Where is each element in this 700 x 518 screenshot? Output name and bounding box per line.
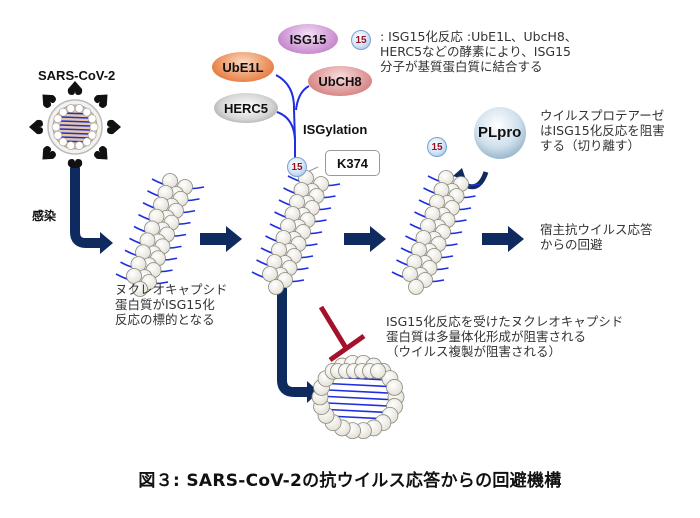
nucleocapsid-oligomer bbox=[311, 354, 405, 440]
target-line-3: 反応の標的となる bbox=[115, 312, 215, 327]
nucleocapsid-bead bbox=[126, 268, 142, 284]
evasion-line-1: 宿主抗ウイルス応答 bbox=[540, 222, 653, 237]
nucleocapsid-target-text: ヌクレオキャプシド 蛋白質がISG15化 反応の標的となる bbox=[115, 282, 228, 327]
isg15-protein: ISG15 bbox=[278, 24, 338, 54]
legend-line-3: 分子が基質蛋白質に結合する bbox=[380, 59, 543, 74]
nucleocapsid-helix-1 bbox=[115, 173, 205, 297]
legend-badge-number: 15 bbox=[355, 34, 367, 46]
virus-bead bbox=[51, 122, 61, 132]
virus-bead bbox=[58, 107, 68, 117]
virus-rna bbox=[59, 116, 91, 119]
ubch8-label: UbCH8 bbox=[318, 73, 362, 89]
virus-bead bbox=[66, 104, 76, 113]
ubch8-enzyme: UbCH8 bbox=[308, 66, 372, 96]
virus-bead bbox=[87, 130, 97, 140]
infection-label: 感染 bbox=[32, 209, 57, 223]
virus-bead bbox=[53, 130, 63, 140]
nucleocapsid-bead bbox=[132, 281, 148, 297]
virus-rna bbox=[59, 124, 91, 127]
virus-bead bbox=[66, 141, 76, 150]
legend-isg15-badge: 15 bbox=[351, 30, 371, 50]
oligomer-coil bbox=[327, 402, 389, 407]
infection-arrow-head bbox=[100, 232, 113, 254]
legend-line-1: : ISG15化反応 :UbE1L、UbcH8、 bbox=[380, 29, 578, 44]
virus-rna bbox=[59, 136, 91, 139]
virus-bead bbox=[87, 114, 97, 124]
virus-bead bbox=[58, 137, 68, 147]
target-line-1: ヌクレオキャプシド bbox=[115, 282, 228, 297]
inhibition-text: ISG15化反応を受けたヌクレオキャプシド 蛋白質は多量体化形成が阻害される （… bbox=[386, 314, 623, 359]
spike-protein-icon bbox=[94, 146, 108, 160]
spike-protein-icon bbox=[42, 94, 56, 108]
isg15-badge-attached: 15 bbox=[287, 157, 307, 177]
ube1l-enzyme: UbE1L bbox=[212, 52, 274, 82]
oligomer-bead bbox=[386, 379, 403, 396]
spike-protein-icon bbox=[42, 146, 56, 160]
nucleocapsid-bead bbox=[268, 279, 284, 295]
ube1l-label: UbE1L bbox=[222, 59, 264, 75]
plpro-label: PLpro bbox=[478, 124, 522, 141]
plpro-sphere bbox=[474, 107, 526, 159]
spike-protein-icon bbox=[29, 119, 43, 135]
virus-bead bbox=[89, 122, 99, 132]
oligomer-coil bbox=[327, 382, 389, 388]
plpro-description: ウイルスプロテアーゼ はISG15化反応を阻害 する（切り離す） bbox=[540, 108, 665, 153]
herc5-enzyme: HERC5 bbox=[214, 93, 278, 123]
virus-bead bbox=[74, 141, 84, 150]
herc5-label: HERC5 bbox=[223, 100, 269, 116]
k374-label: K374 bbox=[336, 155, 369, 171]
oligomer-coil bbox=[327, 408, 389, 414]
spike-protein-icon bbox=[67, 159, 83, 173]
virus-rna bbox=[59, 132, 91, 135]
inhibition-line-3: （ウイルス複製が阻害される） bbox=[386, 344, 562, 359]
isgylation-connectors bbox=[275, 74, 310, 158]
plpro-desc-line-1: ウイルスプロテアーゼ bbox=[540, 108, 665, 123]
oligomer-arrow bbox=[277, 288, 307, 397]
virus-label: SARS-CoV-2 bbox=[38, 68, 116, 83]
evasion-line-2: からの回避 bbox=[540, 237, 603, 252]
nucleocapsid-bead bbox=[402, 266, 418, 282]
nucleocapsid-helix-3 bbox=[391, 170, 481, 295]
legend-text: : ISG15化反応 :UbE1L、UbcH8、 HERC5などの酵素により、I… bbox=[380, 29, 577, 74]
virus-bead bbox=[53, 114, 63, 124]
oligomer-bead bbox=[370, 363, 386, 379]
isgylation-label: ISGylation bbox=[303, 122, 368, 137]
spike-protein-icon bbox=[107, 119, 121, 135]
arrow-2 bbox=[344, 226, 386, 252]
plpro-desc-line-2: はISG15化反応を阻害 bbox=[540, 123, 665, 138]
legend-line-2: HERC5などの酵素により、ISG15 bbox=[380, 44, 572, 59]
oligomer-arrow-head bbox=[307, 381, 319, 403]
virus-bead bbox=[74, 104, 84, 113]
nucleocapsid-bead bbox=[262, 266, 278, 282]
arrow-3 bbox=[482, 226, 524, 252]
spike-protein-icon bbox=[67, 81, 83, 95]
k374-callout: K374 bbox=[325, 150, 380, 176]
isg15-label: ISG15 bbox=[289, 31, 327, 47]
badge-number: 15 bbox=[431, 141, 443, 153]
arrow-1 bbox=[200, 226, 242, 252]
virus-rna bbox=[59, 120, 91, 123]
nucleocapsid-bead bbox=[408, 279, 424, 295]
oligomer-coil bbox=[327, 389, 389, 394]
spike-protein-icon bbox=[94, 94, 108, 108]
figure-caption: 図３: SARS-CoV-2の抗ウイルス応答からの回避機構 bbox=[138, 471, 562, 491]
virus-rna bbox=[59, 128, 91, 131]
badge-number: 15 bbox=[291, 161, 303, 173]
virus-particle bbox=[29, 81, 121, 173]
nucleocapsid-helix-2 bbox=[251, 170, 341, 295]
inhibition-symbol bbox=[318, 305, 366, 363]
target-line-2: 蛋白質がISG15化 bbox=[115, 297, 215, 312]
infection-arrow bbox=[70, 168, 100, 248]
oligomer-coil bbox=[327, 395, 389, 401]
virus-bead bbox=[82, 137, 92, 147]
inhibition-line-1: ISG15化反応を受けたヌクレオキャプシド bbox=[386, 314, 624, 329]
evasion-text: 宿主抗ウイルス応答 からの回避 bbox=[540, 222, 653, 252]
virus-bead bbox=[82, 107, 92, 117]
inhibition-line-2: 蛋白質は多量体化形成が阻害される bbox=[386, 329, 587, 344]
isg15-badge-released: 15 bbox=[427, 137, 447, 157]
plpro-desc-line-3: する（切り離す） bbox=[540, 138, 641, 153]
